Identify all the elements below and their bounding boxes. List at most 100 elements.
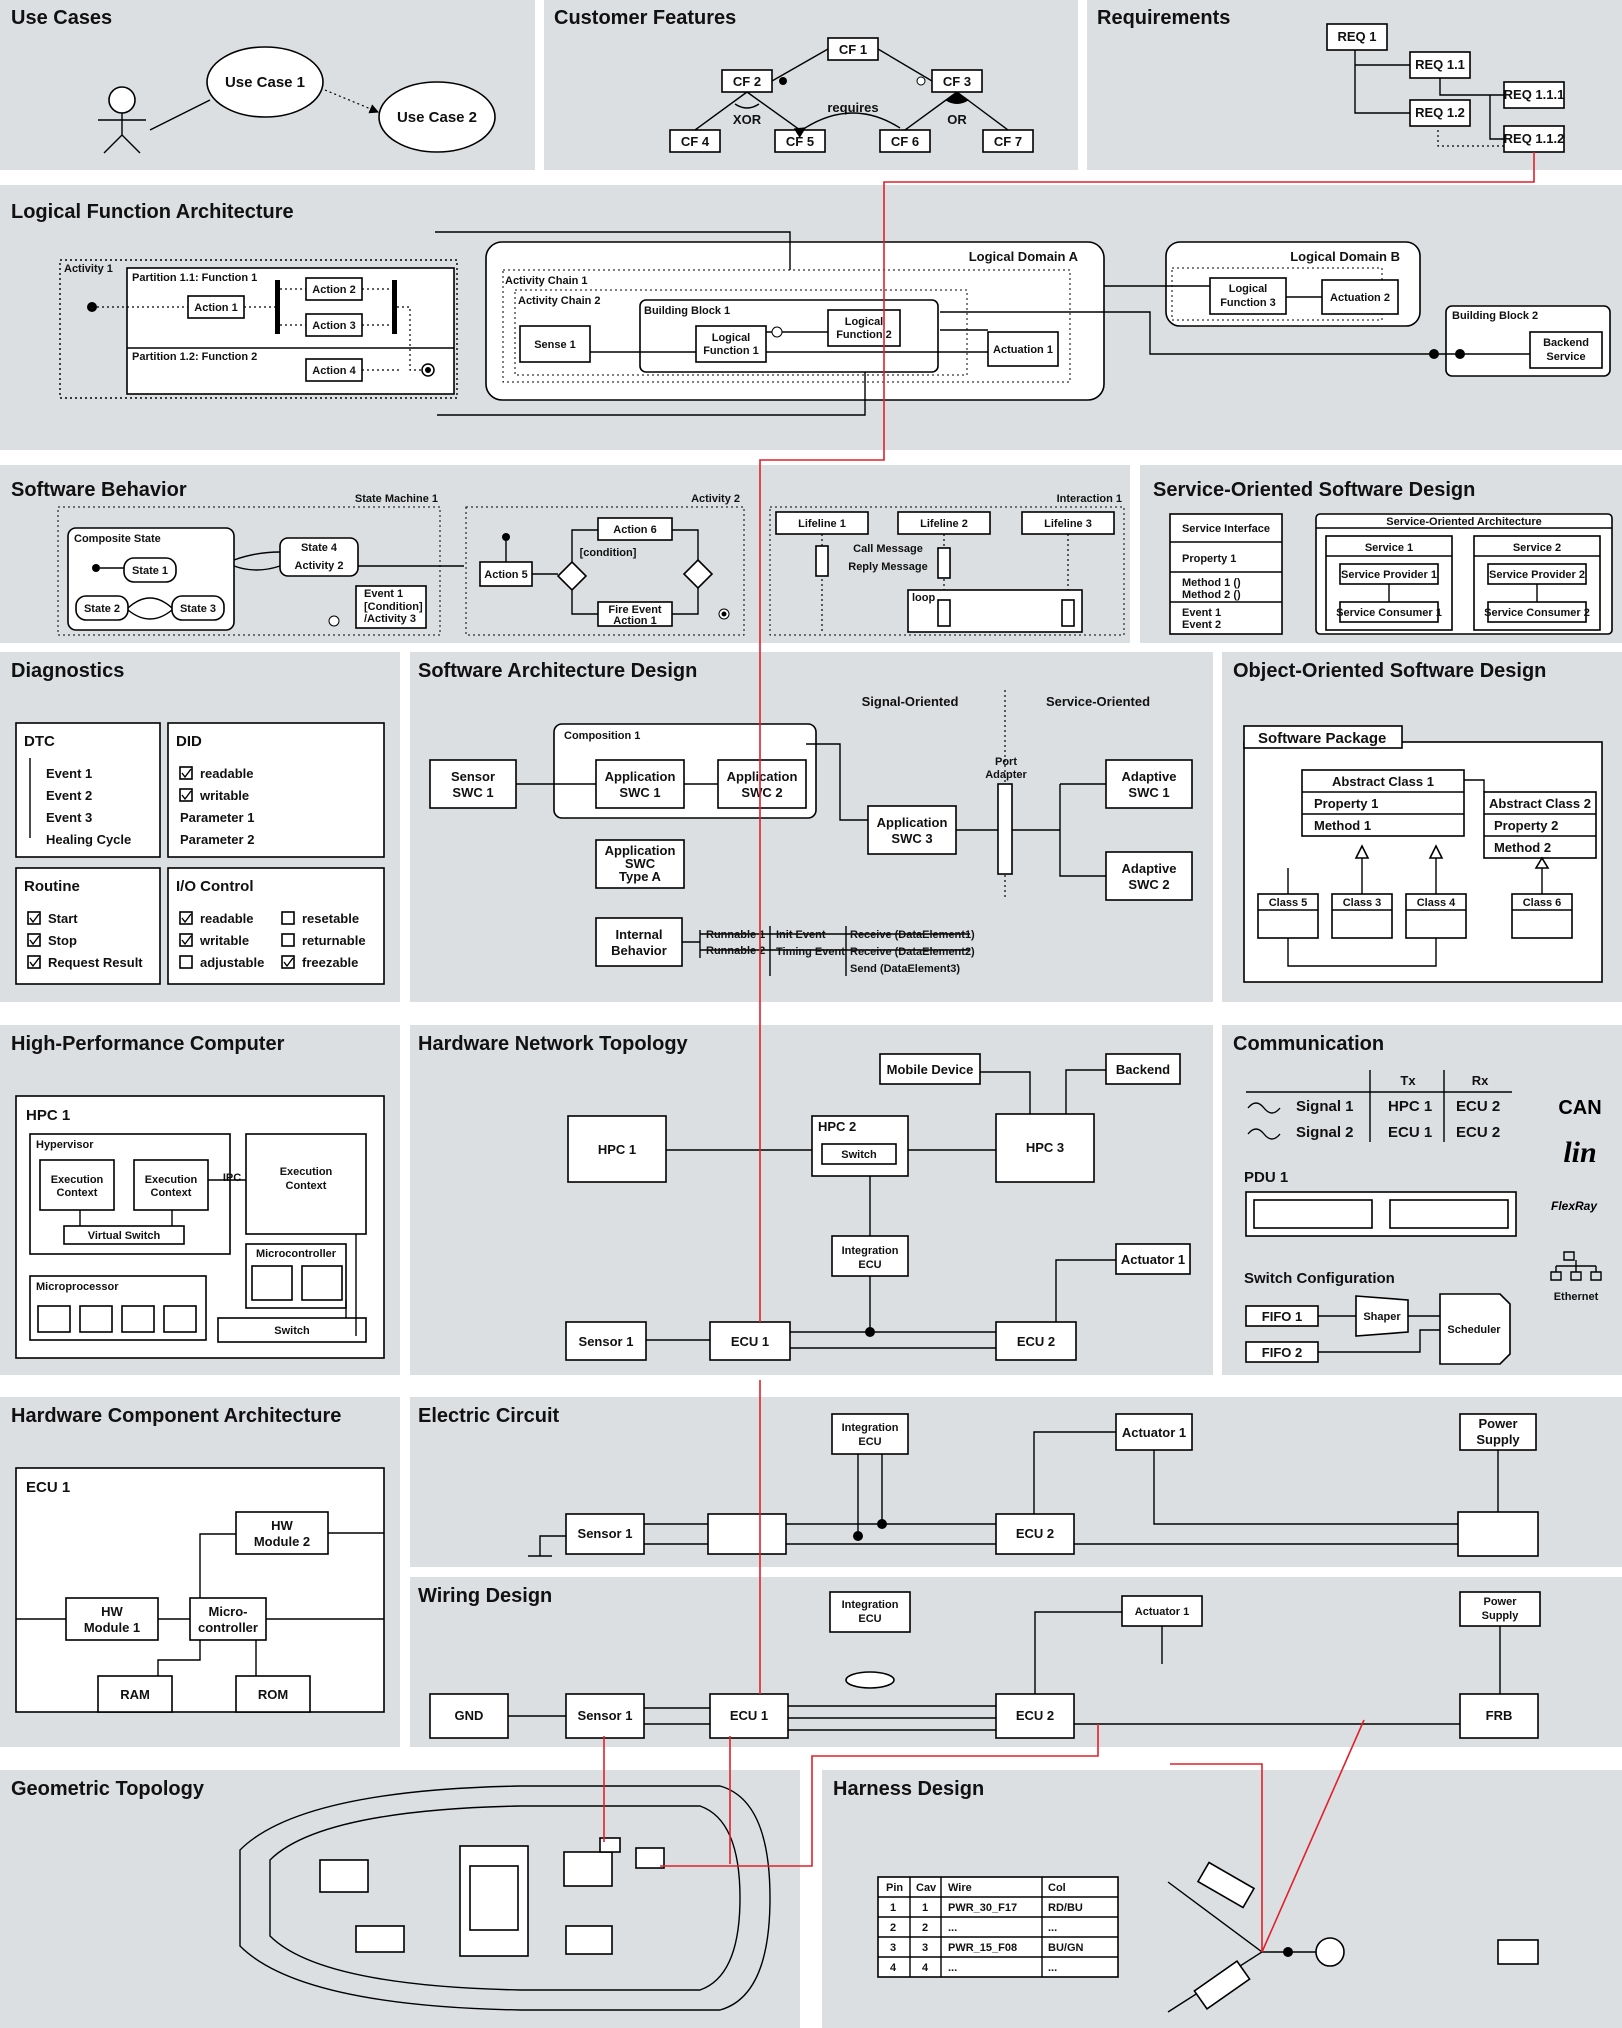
svg-text:2: 2 bbox=[890, 1922, 896, 1934]
use-case-1: Use Case 1 bbox=[225, 74, 305, 91]
svg-text:DTC: DTC bbox=[24, 733, 55, 750]
svg-text:requires: requires bbox=[827, 100, 878, 115]
svg-text:Context: Context bbox=[57, 1187, 98, 1199]
traceability-trace bbox=[759, 152, 1535, 1694]
svg-text:Pin: Pin bbox=[886, 1882, 903, 1894]
svg-text:Init Event: Init Event bbox=[776, 929, 826, 941]
svg-text:Logical: Logical bbox=[712, 332, 751, 344]
svg-text:Mobile Device: Mobile Device bbox=[887, 1062, 974, 1077]
svg-text:BU/GN: BU/GN bbox=[1048, 1942, 1084, 1954]
svg-text:Switch Configuration: Switch Configuration bbox=[1244, 1270, 1395, 1287]
svg-text:REQ 1.1: REQ 1.1 bbox=[1415, 57, 1465, 72]
svg-text:Method 1 (): Method 1 () bbox=[1182, 577, 1241, 589]
svg-text:Shaper: Shaper bbox=[1363, 1311, 1401, 1323]
svg-text:Activity Chain 2: Activity Chain 2 bbox=[518, 295, 601, 307]
svg-text:XOR: XOR bbox=[733, 112, 762, 127]
svg-text:Scheduler: Scheduler bbox=[1447, 1324, 1501, 1336]
title-use-cases: Use Cases bbox=[11, 7, 112, 29]
svg-text:HPC 1: HPC 1 bbox=[26, 1107, 70, 1124]
svg-text:ECU 2: ECU 2 bbox=[1016, 1708, 1054, 1723]
svg-text:Runnable 1: Runnable 1 bbox=[706, 929, 765, 941]
svg-text:readable: readable bbox=[200, 911, 253, 926]
svg-text:Execution: Execution bbox=[280, 1166, 333, 1178]
svg-text:Composite State: Composite State bbox=[74, 533, 161, 545]
svg-text:Building Block 2: Building Block 2 bbox=[1452, 310, 1538, 322]
svg-text:I/O Control: I/O Control bbox=[176, 878, 254, 895]
soa-design: Service Interface Property 1 Method 1 ()… bbox=[1169, 513, 1613, 635]
svg-text:SWC: SWC bbox=[625, 856, 656, 871]
use-case-2: Use Case 2 bbox=[397, 109, 477, 126]
svg-text:ECU 1: ECU 1 bbox=[1388, 1124, 1432, 1141]
svg-text:Sensor 1: Sensor 1 bbox=[578, 1708, 633, 1723]
svg-text:resetable: resetable bbox=[302, 911, 359, 926]
svg-text:Port: Port bbox=[995, 756, 1017, 768]
svg-text:Event 1: Event 1 bbox=[364, 588, 403, 600]
svg-text:Parameter 2: Parameter 2 bbox=[180, 832, 254, 847]
svg-text:freezable: freezable bbox=[302, 955, 358, 970]
flexray-logo: FlexRay bbox=[1551, 1199, 1598, 1213]
svg-text:Switch: Switch bbox=[274, 1325, 310, 1337]
lin-logo: lin bbox=[1563, 1136, 1596, 1169]
svg-text:Context: Context bbox=[286, 1180, 327, 1192]
svg-text:Method 1: Method 1 bbox=[1314, 818, 1371, 833]
title-customer-features: Customer Features bbox=[554, 7, 736, 29]
svg-text:Actuator 1: Actuator 1 bbox=[1121, 1252, 1185, 1267]
use-case-diagram: Use Case 1 Use Case 2 bbox=[98, 46, 496, 154]
svg-text:readable: readable bbox=[200, 766, 253, 781]
svg-text:3: 3 bbox=[922, 1942, 928, 1954]
svg-text:4: 4 bbox=[922, 1962, 929, 1974]
svg-text:REQ 1: REQ 1 bbox=[1337, 29, 1376, 44]
svg-text:State 1: State 1 bbox=[132, 565, 168, 577]
svg-text:Adapter: Adapter bbox=[985, 769, 1027, 781]
feature-tree: CF 1 CF 2 CF 3 CF 4 CF 5 CF 6 CF 7 XOR O… bbox=[669, 37, 1034, 153]
svg-text:controller: controller bbox=[198, 1620, 258, 1635]
svg-text:SWC 1: SWC 1 bbox=[619, 785, 660, 800]
svg-text:Timing Event: Timing Event bbox=[776, 946, 845, 958]
svg-text:Execution: Execution bbox=[51, 1174, 104, 1186]
title-electric: Electric Circuit bbox=[418, 1405, 560, 1427]
svg-text:Signal-Oriented: Signal-Oriented bbox=[862, 694, 959, 709]
svg-text:1: 1 bbox=[890, 1902, 896, 1914]
svg-text:Fire Event: Fire Event bbox=[608, 604, 662, 616]
title-network: Hardware Network Topology bbox=[418, 1033, 689, 1055]
sw-architecture: Signal-Oriented Service-Oriented Composi… bbox=[429, 690, 1193, 976]
oo-design: Software Package Abstract Class 1 Proper… bbox=[1243, 725, 1603, 983]
svg-text:Property 2: Property 2 bbox=[1494, 818, 1558, 833]
svg-text:Reply Message: Reply Message bbox=[848, 561, 927, 573]
svg-text:Sensor 1: Sensor 1 bbox=[578, 1526, 633, 1541]
svg-text:Action 3: Action 3 bbox=[312, 320, 355, 332]
svg-text:Rx: Rx bbox=[1472, 1073, 1489, 1088]
svg-text:Interaction 1: Interaction 1 bbox=[1057, 493, 1122, 505]
svg-text:Application: Application bbox=[605, 769, 676, 784]
svg-text:CF 2: CF 2 bbox=[733, 74, 761, 89]
svg-text:Switch: Switch bbox=[841, 1149, 877, 1161]
svg-text:2: 2 bbox=[922, 1922, 928, 1934]
requirements-tree: REQ 1 REQ 1.1 REQ 1.1.1 REQ 1.2 REQ 1.1.… bbox=[1326, 23, 1565, 153]
network-topology: HPC 1 HPC 2 Switch HPC 3 Mobile Device B… bbox=[565, 1053, 1191, 1361]
car-topology bbox=[239, 1724, 1099, 2011]
title-lfa: Logical Function Architecture bbox=[11, 201, 294, 223]
svg-text:Service-Oriented: Service-Oriented bbox=[1046, 694, 1150, 709]
svg-text:Partition 1.1: Function 1: Partition 1.1: Function 1 bbox=[132, 272, 257, 284]
svg-text:Send (DataElement3): Send (DataElement3) bbox=[850, 963, 960, 975]
logical-function-architecture: Activity 1 Partition 1.1: Function 1 Par… bbox=[59, 231, 1611, 416]
title-geometric: Geometric Topology bbox=[11, 1778, 205, 1800]
svg-text:GND: GND bbox=[455, 1708, 484, 1723]
svg-text:State 4: State 4 bbox=[301, 542, 338, 554]
svg-text:Service Consumer 2: Service Consumer 2 bbox=[1484, 607, 1590, 619]
svg-text:writable: writable bbox=[199, 933, 249, 948]
svg-text:IPC: IPC bbox=[223, 1172, 241, 1184]
svg-text:Behavior: Behavior bbox=[611, 943, 667, 958]
title-oo: Object-Oriented Software Design bbox=[1233, 660, 1546, 682]
svg-text:Microprocessor: Microprocessor bbox=[36, 1281, 119, 1293]
svg-text:HPC 3: HPC 3 bbox=[1026, 1140, 1064, 1155]
svg-text:3: 3 bbox=[890, 1942, 896, 1954]
svg-text:...: ... bbox=[948, 1922, 957, 1934]
svg-text:Method 2 (): Method 2 () bbox=[1182, 589, 1241, 601]
svg-text:Application: Application bbox=[877, 815, 948, 830]
svg-text:Module 1: Module 1 bbox=[84, 1620, 140, 1635]
